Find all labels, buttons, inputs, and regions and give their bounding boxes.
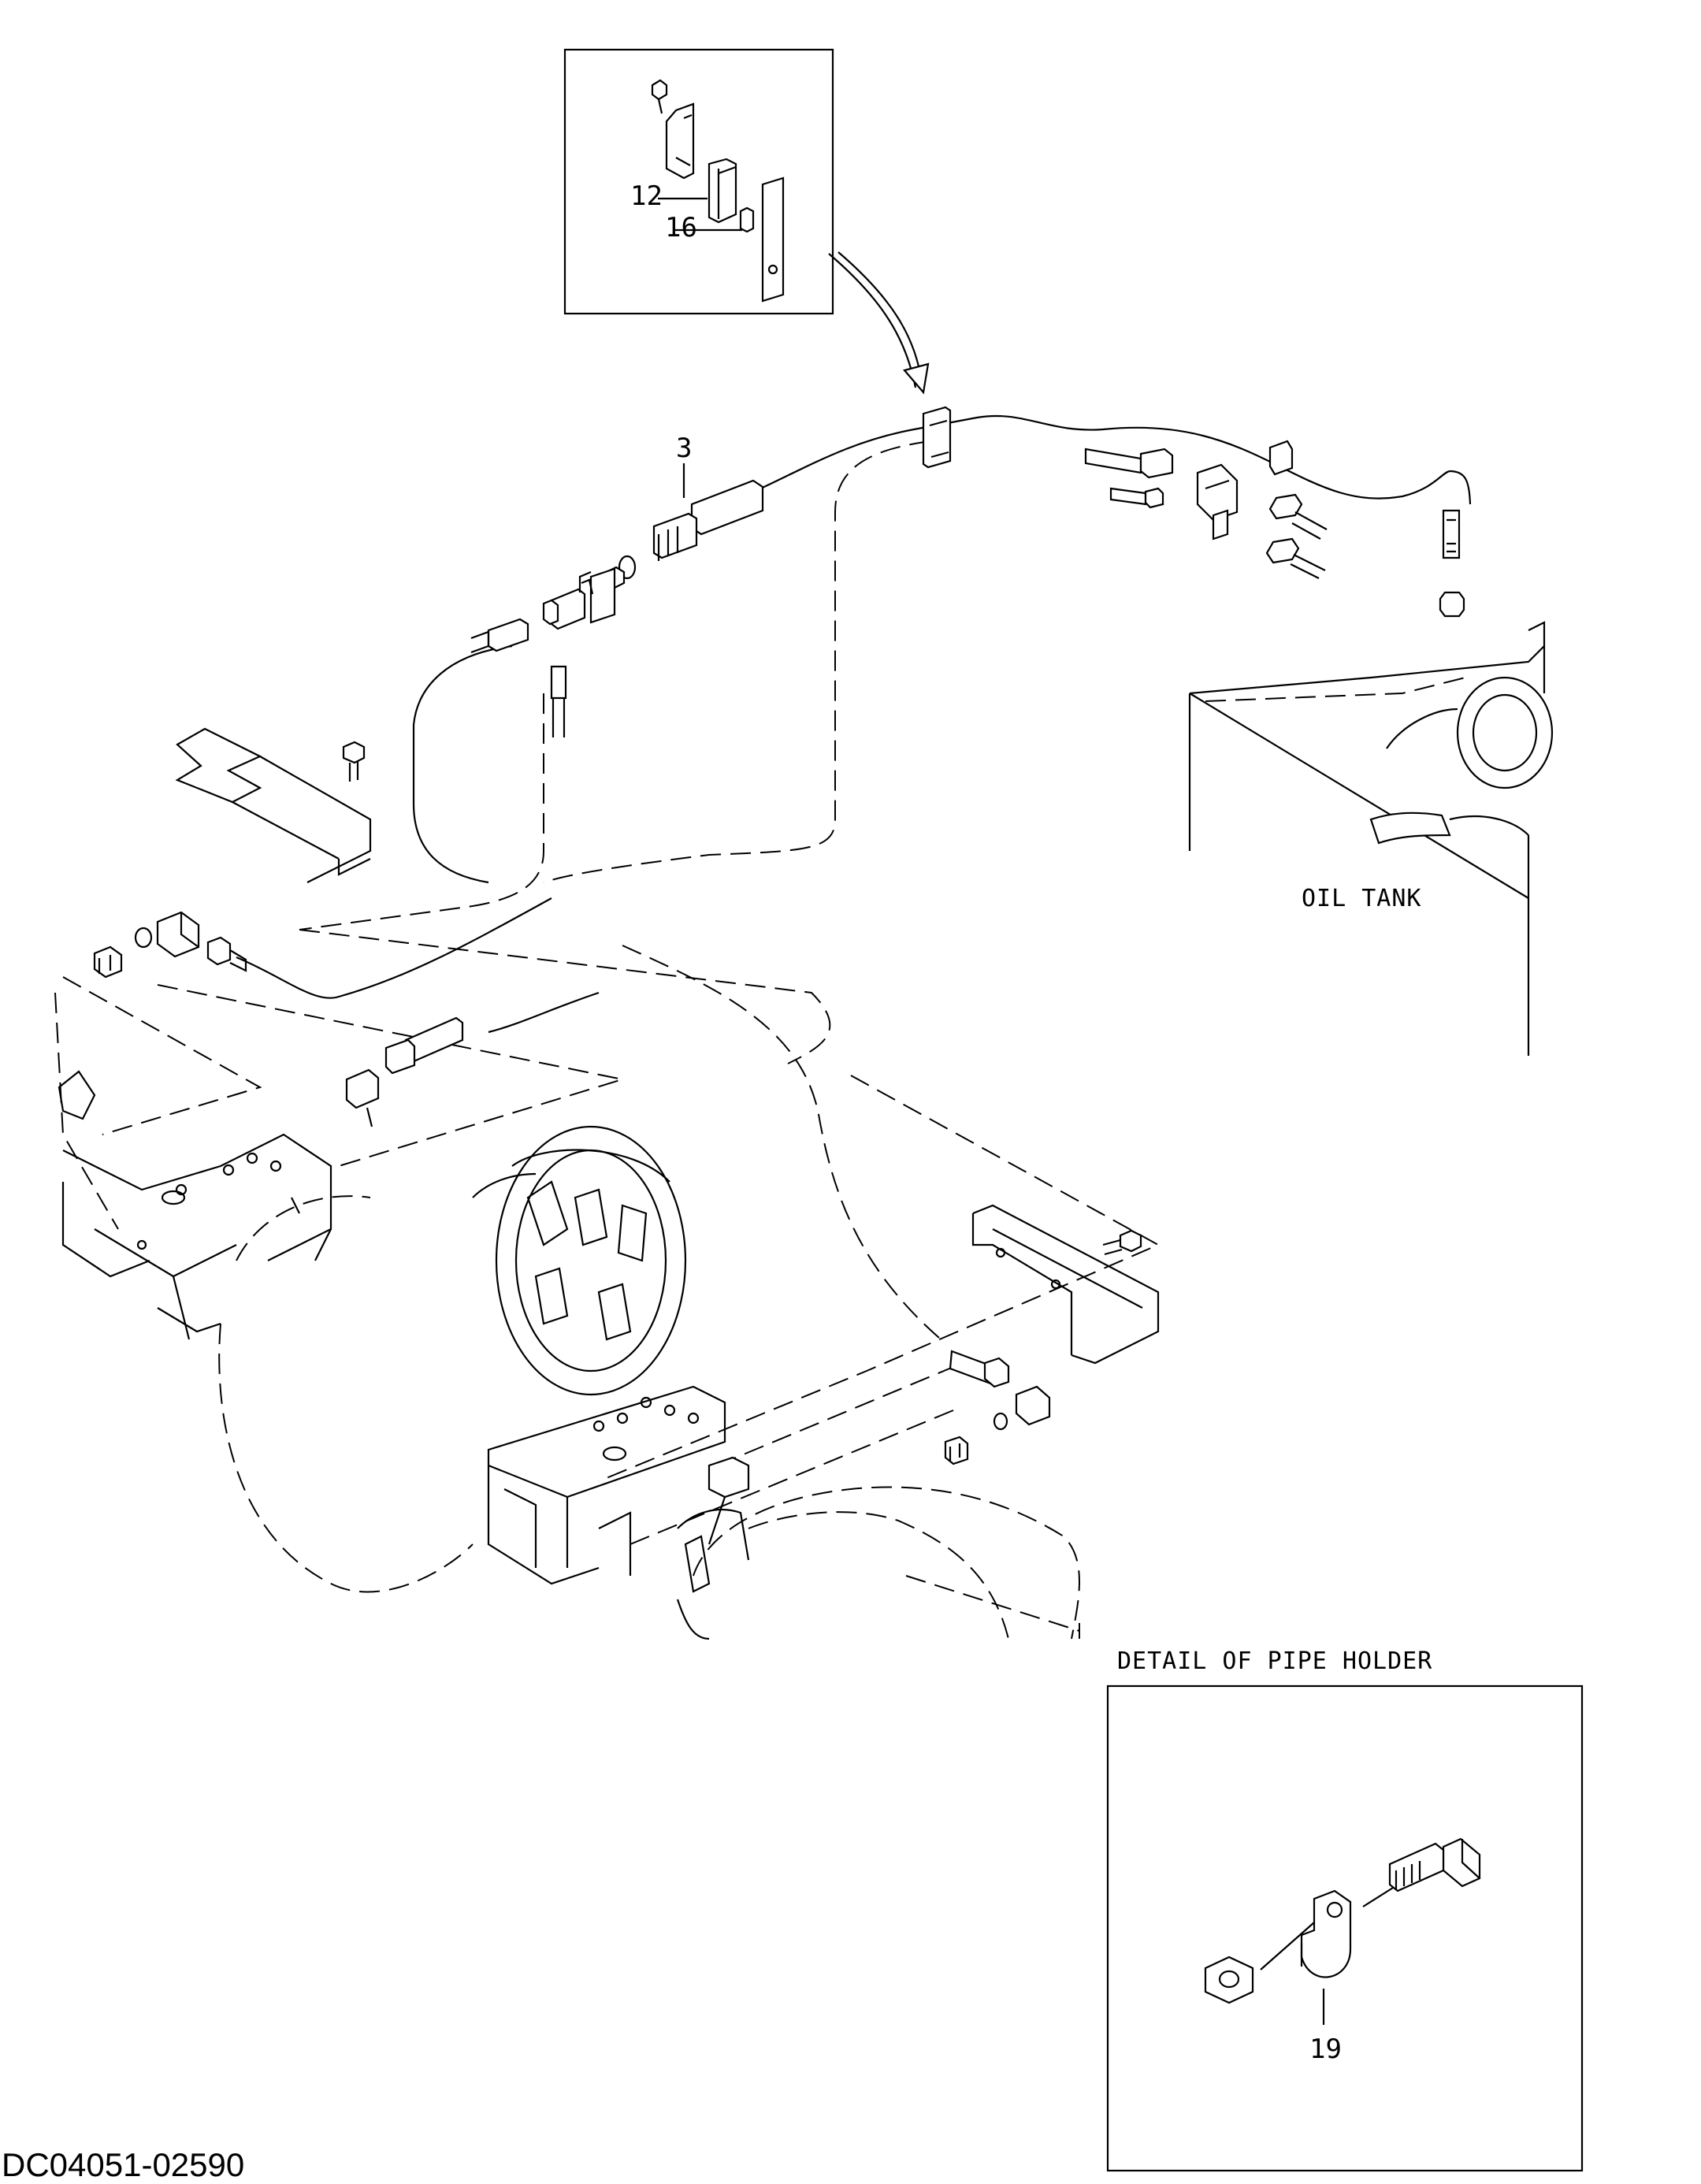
label-3: 3	[676, 433, 692, 464]
oil-tank: OIL TANK	[1188, 621, 1554, 1056]
top-detail-inset: 12 16	[563, 48, 834, 315]
left-fittings	[93, 911, 247, 979]
pipe-fittings-upper: 3	[470, 406, 1465, 737]
left-bracket	[175, 727, 372, 883]
right-bracket	[971, 1204, 1160, 1365]
axle-left	[54, 992, 332, 1340]
pipe-solid	[236, 414, 1472, 1034]
mid-hose-fitting	[345, 1016, 464, 1127]
right-fittings	[944, 1350, 1051, 1465]
label-19: 19	[1309, 2034, 1342, 2065]
detail-arrow	[828, 251, 930, 395]
label-12: 12	[630, 180, 663, 212]
axle-center	[487, 1385, 750, 1585]
label-16: 16	[665, 212, 697, 243]
pipe-holder-detail: DETAIL OF PIPE HOLDER 19	[1106, 1647, 1584, 2172]
axle-drum	[218, 1125, 687, 1593]
document-id: DC04051-02590	[2, 2146, 244, 2183]
axle-right-hub	[676, 1486, 1080, 1640]
oil-tank-caption: OIL TANK	[1302, 885, 1422, 912]
pipe-dashed	[62, 440, 1161, 1639]
detail-caption: DETAIL OF PIPE HOLDER	[1117, 1647, 1432, 1675]
